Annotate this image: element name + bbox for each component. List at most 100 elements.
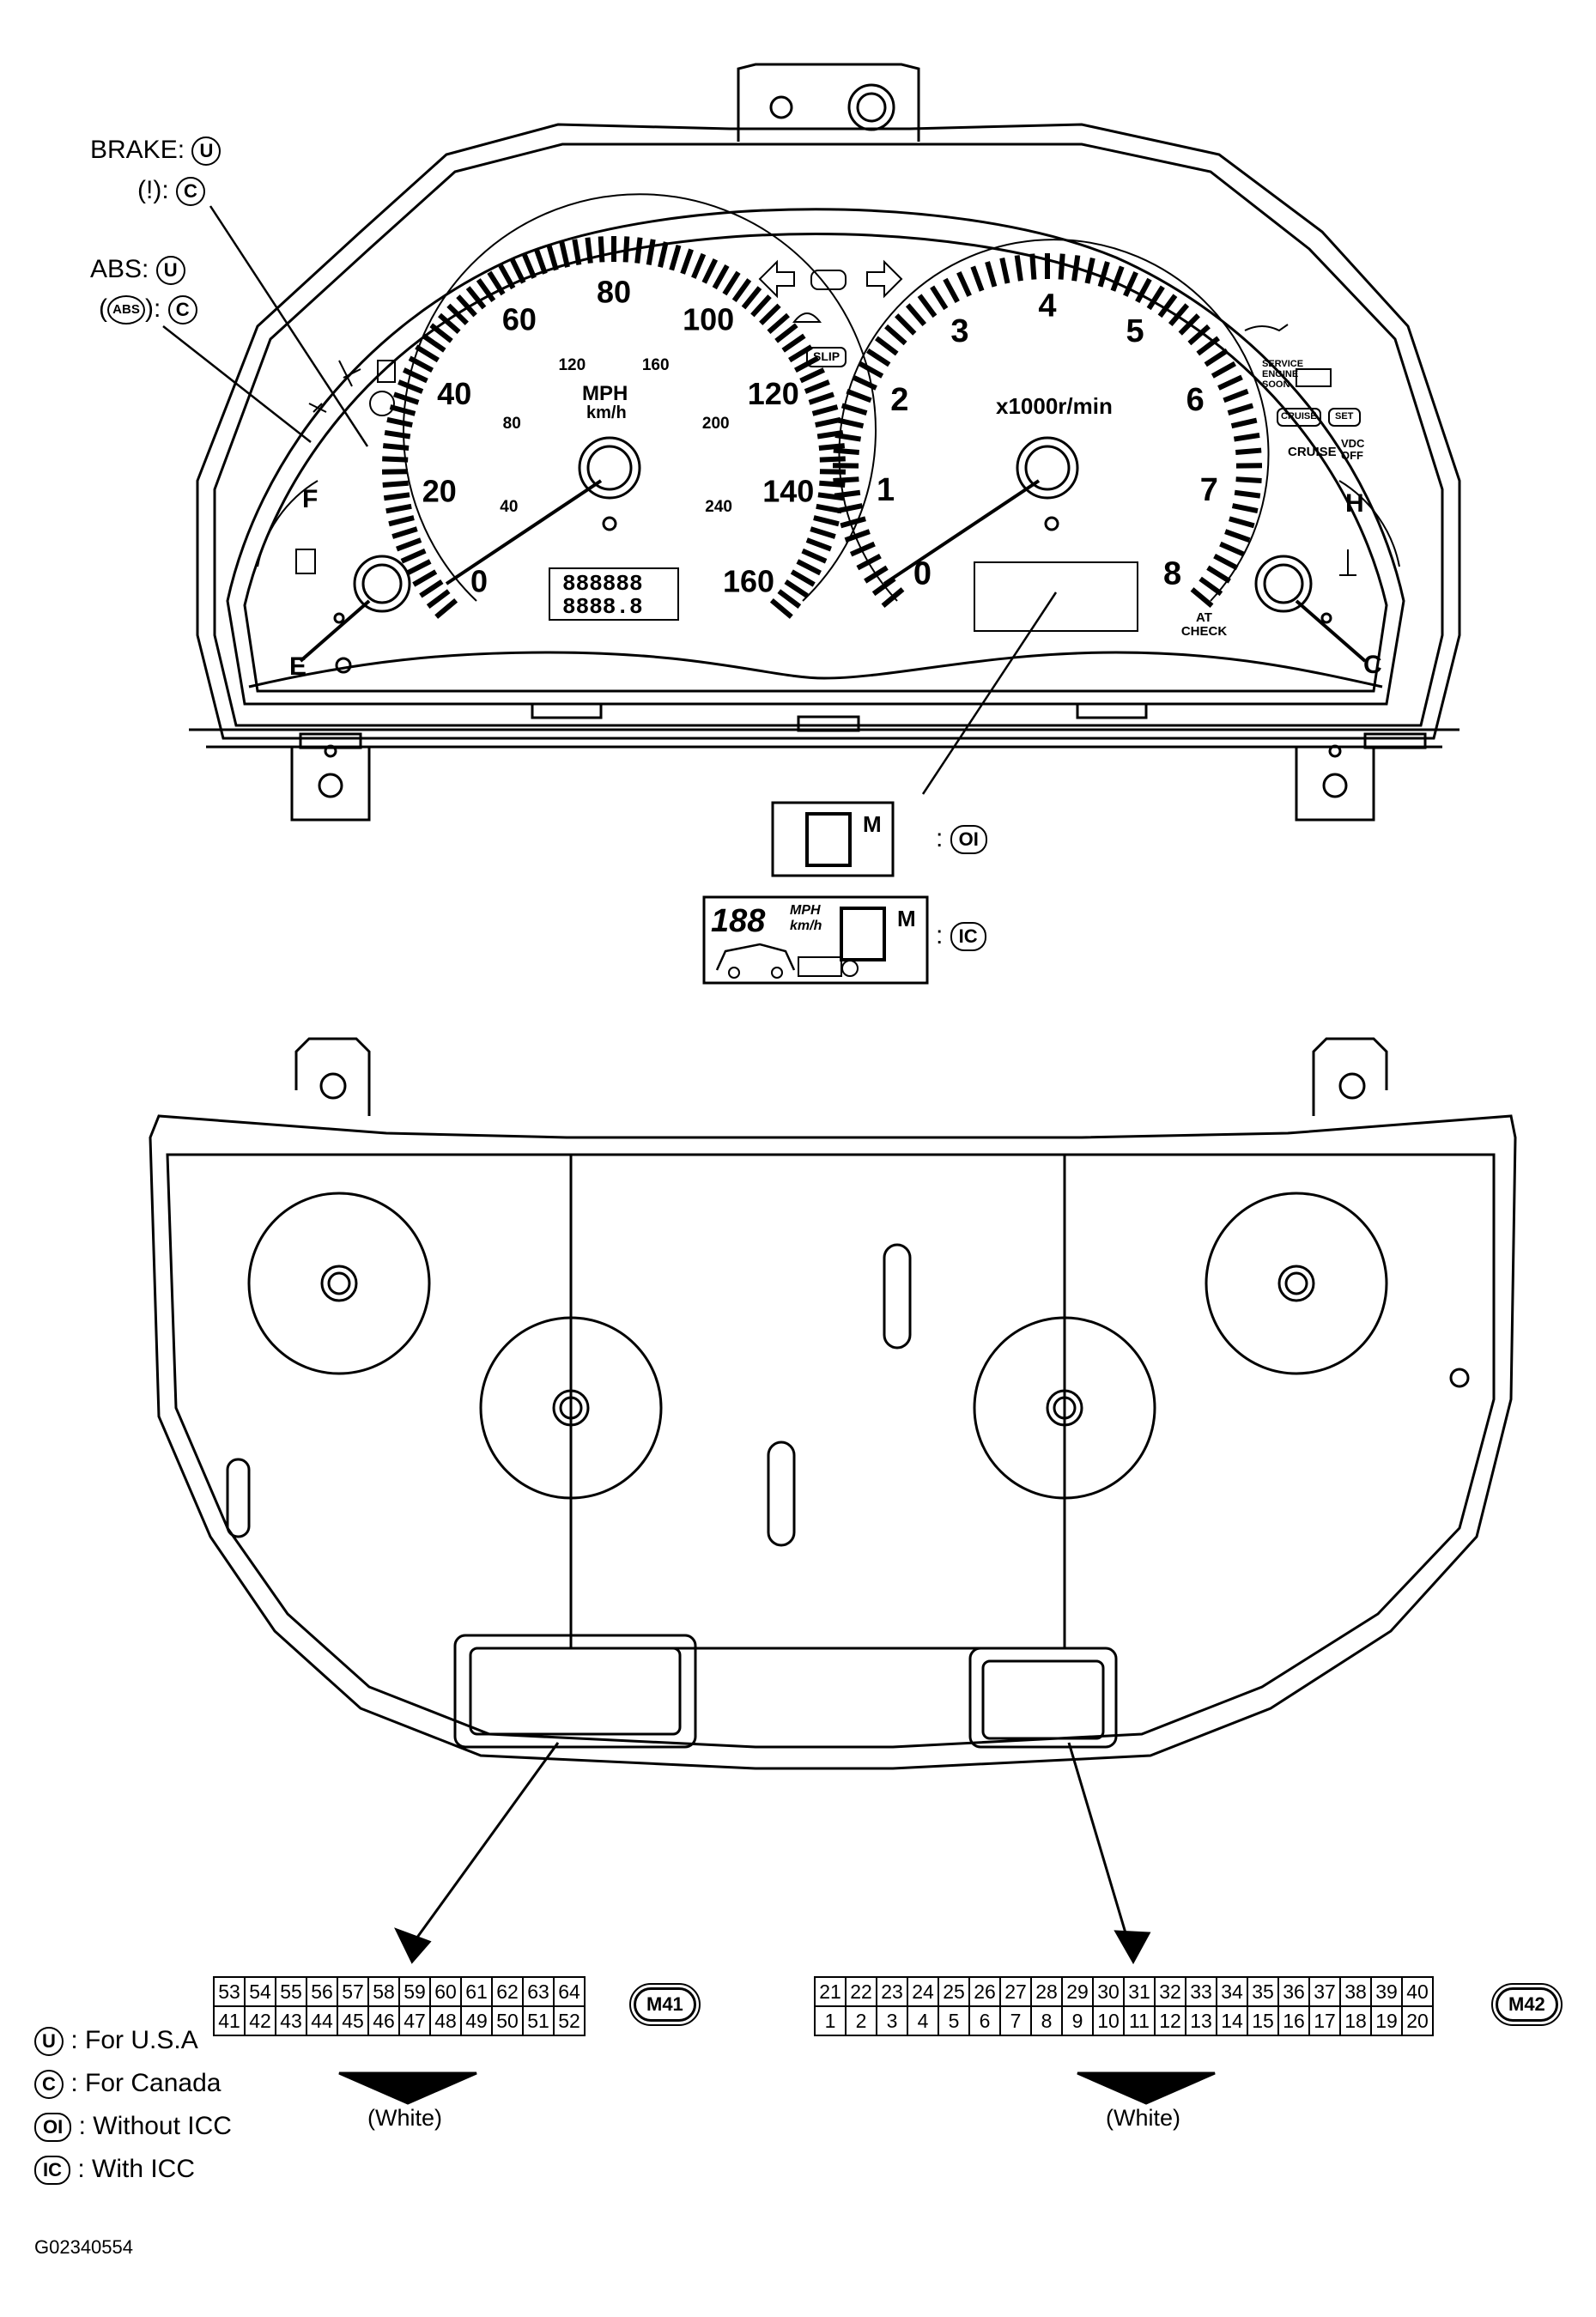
legend-code-ic: IC — [34, 2156, 70, 2185]
gauge-tick — [813, 407, 838, 414]
gauge-tick — [428, 591, 449, 607]
variant-without-icc-gear: M — [863, 811, 882, 838]
pin-cell: 5 — [938, 2006, 969, 2035]
gauge-tick — [837, 506, 862, 511]
pin-cell: 16 — [1278, 2006, 1309, 2035]
pin-cell: 38 — [1340, 1977, 1371, 2006]
gauge-tick — [859, 364, 882, 377]
gauge-tick — [382, 458, 408, 459]
pin-cell: 39 — [1371, 1977, 1402, 2006]
pin-cell: 25 — [938, 1977, 969, 2006]
gauge-tick — [704, 259, 715, 282]
gauge-tick — [907, 305, 925, 325]
gauge-tick — [1229, 519, 1254, 525]
gauge-tick — [383, 483, 409, 485]
connector-m41-id: M41 — [634, 1987, 696, 2022]
gauge-tick — [783, 336, 804, 350]
pin-cell: 44 — [306, 2006, 337, 2035]
pin-cell: 22 — [846, 1977, 877, 2006]
pin-cell: 54 — [245, 1977, 276, 2006]
gauge-tick — [810, 529, 835, 537]
pin-cell: 4 — [907, 2006, 938, 2035]
speedo-kmh-tick-label: 240 — [705, 498, 732, 516]
pin-cell: 21 — [815, 1977, 846, 2006]
callout-brake-symbol: (!) — [137, 176, 161, 204]
legend-text-without-icc: : Without ICC — [79, 2112, 232, 2140]
gauge-tick — [792, 572, 814, 585]
gauge-tick — [883, 589, 902, 605]
speedo-kmh-tick-label: 120 — [558, 356, 586, 374]
connector-m42-color: (White) — [1106, 2105, 1180, 2132]
pin-cell: 27 — [1000, 1977, 1031, 2006]
pin-cell: 12 — [1155, 2006, 1186, 2035]
pin-cell: 52 — [554, 2006, 585, 2035]
rear-housing — [150, 1116, 1515, 1768]
gauge-tick — [513, 259, 524, 282]
gauge-tick — [1220, 544, 1243, 555]
gauge-tick — [820, 458, 846, 459]
pin-cell: 35 — [1247, 1977, 1278, 2006]
gauge-tick — [865, 567, 887, 581]
pin-cell: 8 — [1031, 2006, 1062, 2035]
gauge-tick — [820, 471, 846, 472]
tach-unit: x1000r/min — [996, 393, 1113, 420]
speedo-mph-tick-label: 160 — [723, 563, 774, 598]
connector-m41-color: (White) — [367, 2105, 442, 2132]
gauge-tick — [385, 433, 410, 437]
variant-with-icc-unit-kmh: km/h — [790, 919, 822, 934]
tach-tick-label: 5 — [1126, 313, 1144, 349]
callout-abs: ABS: U — [90, 255, 185, 285]
tach-tick-label: 4 — [1038, 288, 1056, 324]
speedo-kmh-tick-label: 200 — [702, 415, 730, 433]
gauge-tick — [1017, 256, 1021, 282]
gauge-tick — [501, 265, 513, 288]
connector-m41-body — [455, 1635, 695, 1747]
callout-abs-canada: (ABS): C — [99, 294, 197, 325]
pin-cell: 60 — [430, 1977, 461, 2006]
odometer-line2: 8888.8 — [562, 594, 643, 620]
gauge-tick — [1235, 493, 1260, 496]
speedo-kmh-tick-label: 80 — [503, 415, 521, 433]
multi-display-box — [974, 562, 1138, 631]
gauge-tick — [1002, 258, 1007, 283]
at-check-indicator: AT CHECK — [1180, 611, 1228, 639]
right-lower-tab — [1296, 747, 1374, 820]
gauge-tick — [734, 280, 749, 300]
pin-cell: 28 — [1031, 1977, 1062, 2006]
pin-cell: 64 — [554, 1977, 585, 2006]
callout-brake-canada: (!): C — [137, 176, 205, 206]
pin-cell: 6 — [969, 2006, 1000, 2035]
gauge-tick — [853, 377, 876, 388]
speedo-mph-tick-label: 80 — [597, 275, 631, 310]
service-engine-soon-indicator: SERVICE ENGINE SOON — [1262, 359, 1300, 390]
pin-cell: 13 — [1186, 2006, 1217, 2035]
gauge-tick — [397, 540, 421, 549]
tach-tick-label: 0 — [913, 555, 932, 591]
callout-brake-u-badge: U — [191, 136, 221, 166]
legend-code-oi: OI — [34, 2113, 71, 2142]
gauge-tick — [776, 325, 797, 341]
pin-cell: 10 — [1093, 2006, 1124, 2035]
gauge-tick — [847, 391, 871, 401]
pin-cell: 19 — [1371, 2006, 1402, 2035]
gauge-tick — [877, 338, 897, 354]
pin-cell: 42 — [245, 2006, 276, 2035]
tach-tick-label: 7 — [1200, 472, 1218, 508]
speedo-kmh-tick-label: 160 — [642, 356, 670, 374]
gauge-tick — [842, 405, 867, 413]
pin-cell: 14 — [1217, 2006, 1247, 2035]
gauge-tick — [384, 494, 410, 498]
gauge-tick — [959, 272, 969, 295]
pin-cell: 46 — [368, 2006, 399, 2035]
pin-cell: 53 — [214, 1977, 245, 2006]
gauge-tick — [382, 471, 408, 472]
gauge-tick — [858, 556, 881, 568]
gauge-tick — [1215, 556, 1238, 568]
speedo-mph-tick-label: 20 — [422, 473, 457, 508]
gauge-tick — [549, 246, 555, 270]
gauge-tick — [1229, 405, 1253, 413]
pin-cell: 48 — [430, 2006, 461, 2035]
